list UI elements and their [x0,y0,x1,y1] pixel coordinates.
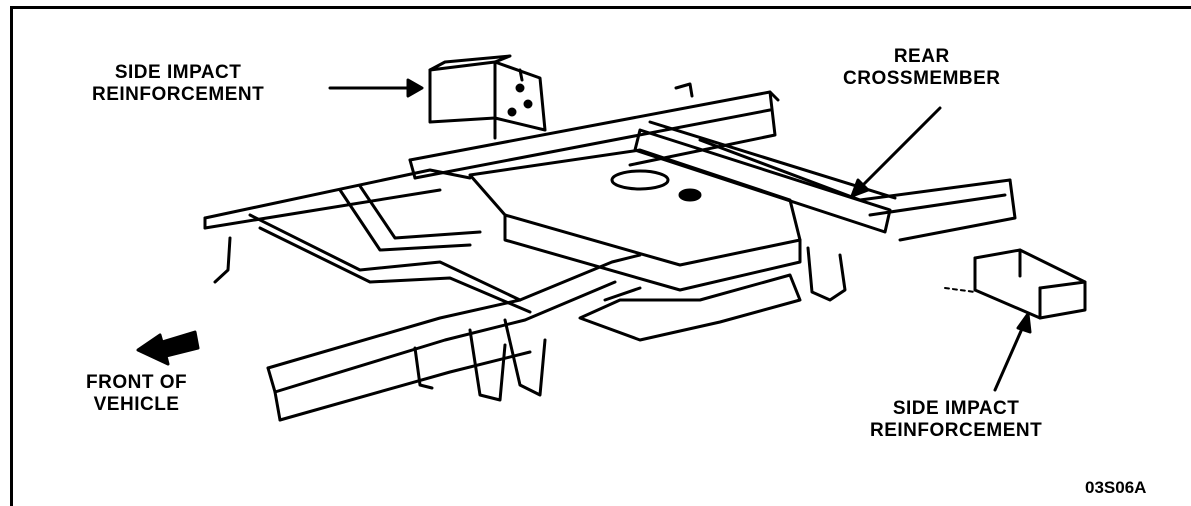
top-bracket [674,82,694,98]
side-impact-bottom-line1: SIDE IMPACT [892,398,1020,419]
front-of-vehicle-line2: VEHICLE [93,394,180,415]
side-impact-reinforcement-bottom [944,248,1087,320]
side-impact-bottom-line2: REINFORCEMENT [870,420,1043,441]
side-impact-top-label: SIDE IMPACT REINFORCEMENT [92,62,264,106]
rear-crossmember [633,120,897,234]
side-impact-reinforcement-top [428,54,547,140]
side-impact-top-line1: SIDE IMPACT [114,62,242,83]
spring-hangers [213,236,847,402]
front-of-vehicle-arrow [136,330,200,366]
side-impact-top-line2: REINFORCEMENT [92,84,265,105]
front-of-vehicle-label: FRONT OF VEHICLE [86,372,187,416]
rear-frame-rail [408,90,1017,242]
rear-crossmember-label: REAR CROSSMEMBER [843,46,1001,90]
underbody [578,273,802,342]
rear-crossmember-line1: REAR [893,46,950,67]
rear-crossmember-line2: CROSSMEMBER [843,68,1001,89]
front-of-vehicle-line1: FRONT OF [86,372,188,393]
side-impact-bottom-label: SIDE IMPACT REINFORCEMENT [870,398,1042,442]
front-crossmembers [203,158,532,314]
fuel-tank [468,148,802,292]
diagram-frame [10,6,1191,506]
leader-arrows [328,78,1032,392]
figure-code: 03S06A [1085,478,1147,497]
